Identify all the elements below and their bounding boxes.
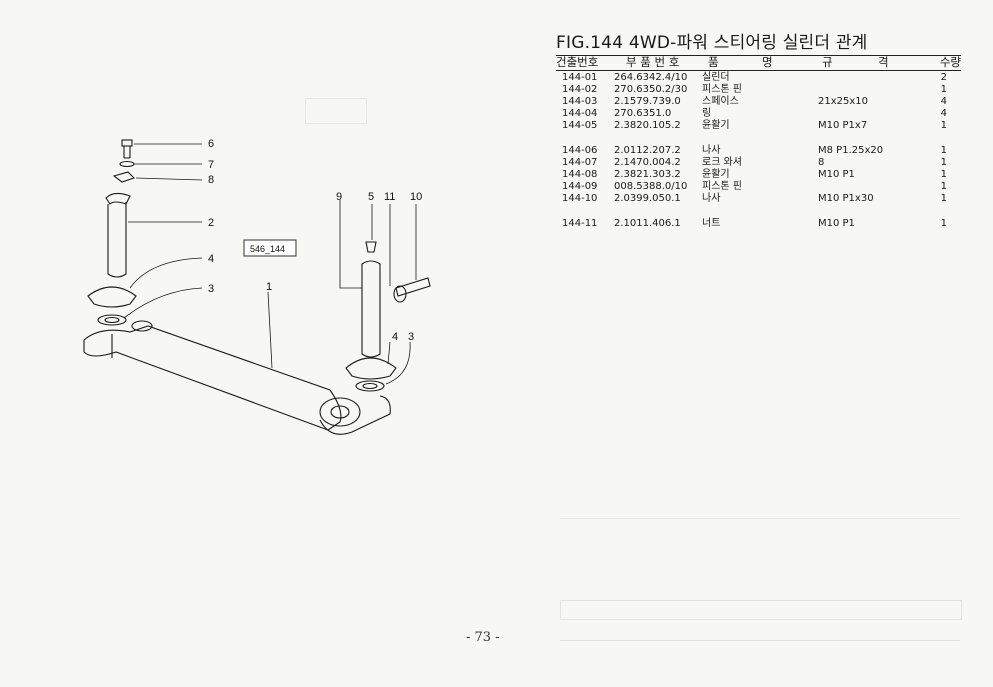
part-piston-pin-2 <box>107 202 127 278</box>
figure-reference-box <box>243 239 297 257</box>
parts-table-header: 건출번호 부 품 번 호 품 명 규 격 수량 <box>556 54 961 71</box>
figure-title: FIG.144 4WD-파워 스티어링 실린더 관계 <box>556 28 961 56</box>
part-piston-pin-9 <box>361 260 381 358</box>
callout-4: 4 <box>208 253 214 265</box>
part-spacer-4-right <box>345 357 397 380</box>
callout-11: 11 <box>384 191 395 203</box>
header-spec: 규 <box>822 55 833 69</box>
header-no: 건출번호 <box>556 55 599 69</box>
bleed-through-header <box>560 600 962 620</box>
part-lock-washer <box>119 160 135 168</box>
callout-2: 2 <box>208 217 214 229</box>
figure-reference-label: 546_144 <box>250 244 285 254</box>
header-name-2: 명 <box>762 55 773 69</box>
page-number: - 73 - <box>466 630 500 645</box>
header-name: 품 <box>708 55 719 69</box>
part-screw-shank <box>123 146 131 159</box>
callout-7: 7 <box>208 159 214 171</box>
part-screw-10 <box>395 277 431 297</box>
bleed-through-line <box>560 518 960 519</box>
callout-3-right: 3 <box>408 331 414 343</box>
part-ring-3 <box>97 314 127 326</box>
part-lubricator <box>112 171 136 183</box>
callout-3: 3 <box>208 283 214 295</box>
part-lubricator-5 <box>365 241 377 253</box>
callout-5: 5 <box>368 191 374 203</box>
callout-4-right: 4 <box>392 331 398 343</box>
callout-1: 1 <box>266 281 272 293</box>
header-part-number: 부 품 번 호 <box>626 55 680 69</box>
part-cylinder-end-eye <box>319 397 361 427</box>
callout-6: 6 <box>208 138 214 150</box>
part-screw-head <box>121 139 133 147</box>
bleed-through-box <box>305 98 367 124</box>
callout-9: 9 <box>336 191 342 203</box>
part-spacer-4 <box>87 286 137 308</box>
exploded-parts-diagram: 6 7 8 2 4 3 1 9 5 11 10 4 3 546_144 <box>83 138 431 435</box>
part-ring-3-right <box>355 380 385 392</box>
part-cylinder-body <box>83 325 342 431</box>
header-spec-2: 격 <box>878 55 889 69</box>
header-qty: 수량 <box>939 55 961 69</box>
callout-8: 8 <box>208 174 214 186</box>
callout-10: 10 <box>410 191 422 203</box>
bleed-through-title <box>560 622 960 641</box>
